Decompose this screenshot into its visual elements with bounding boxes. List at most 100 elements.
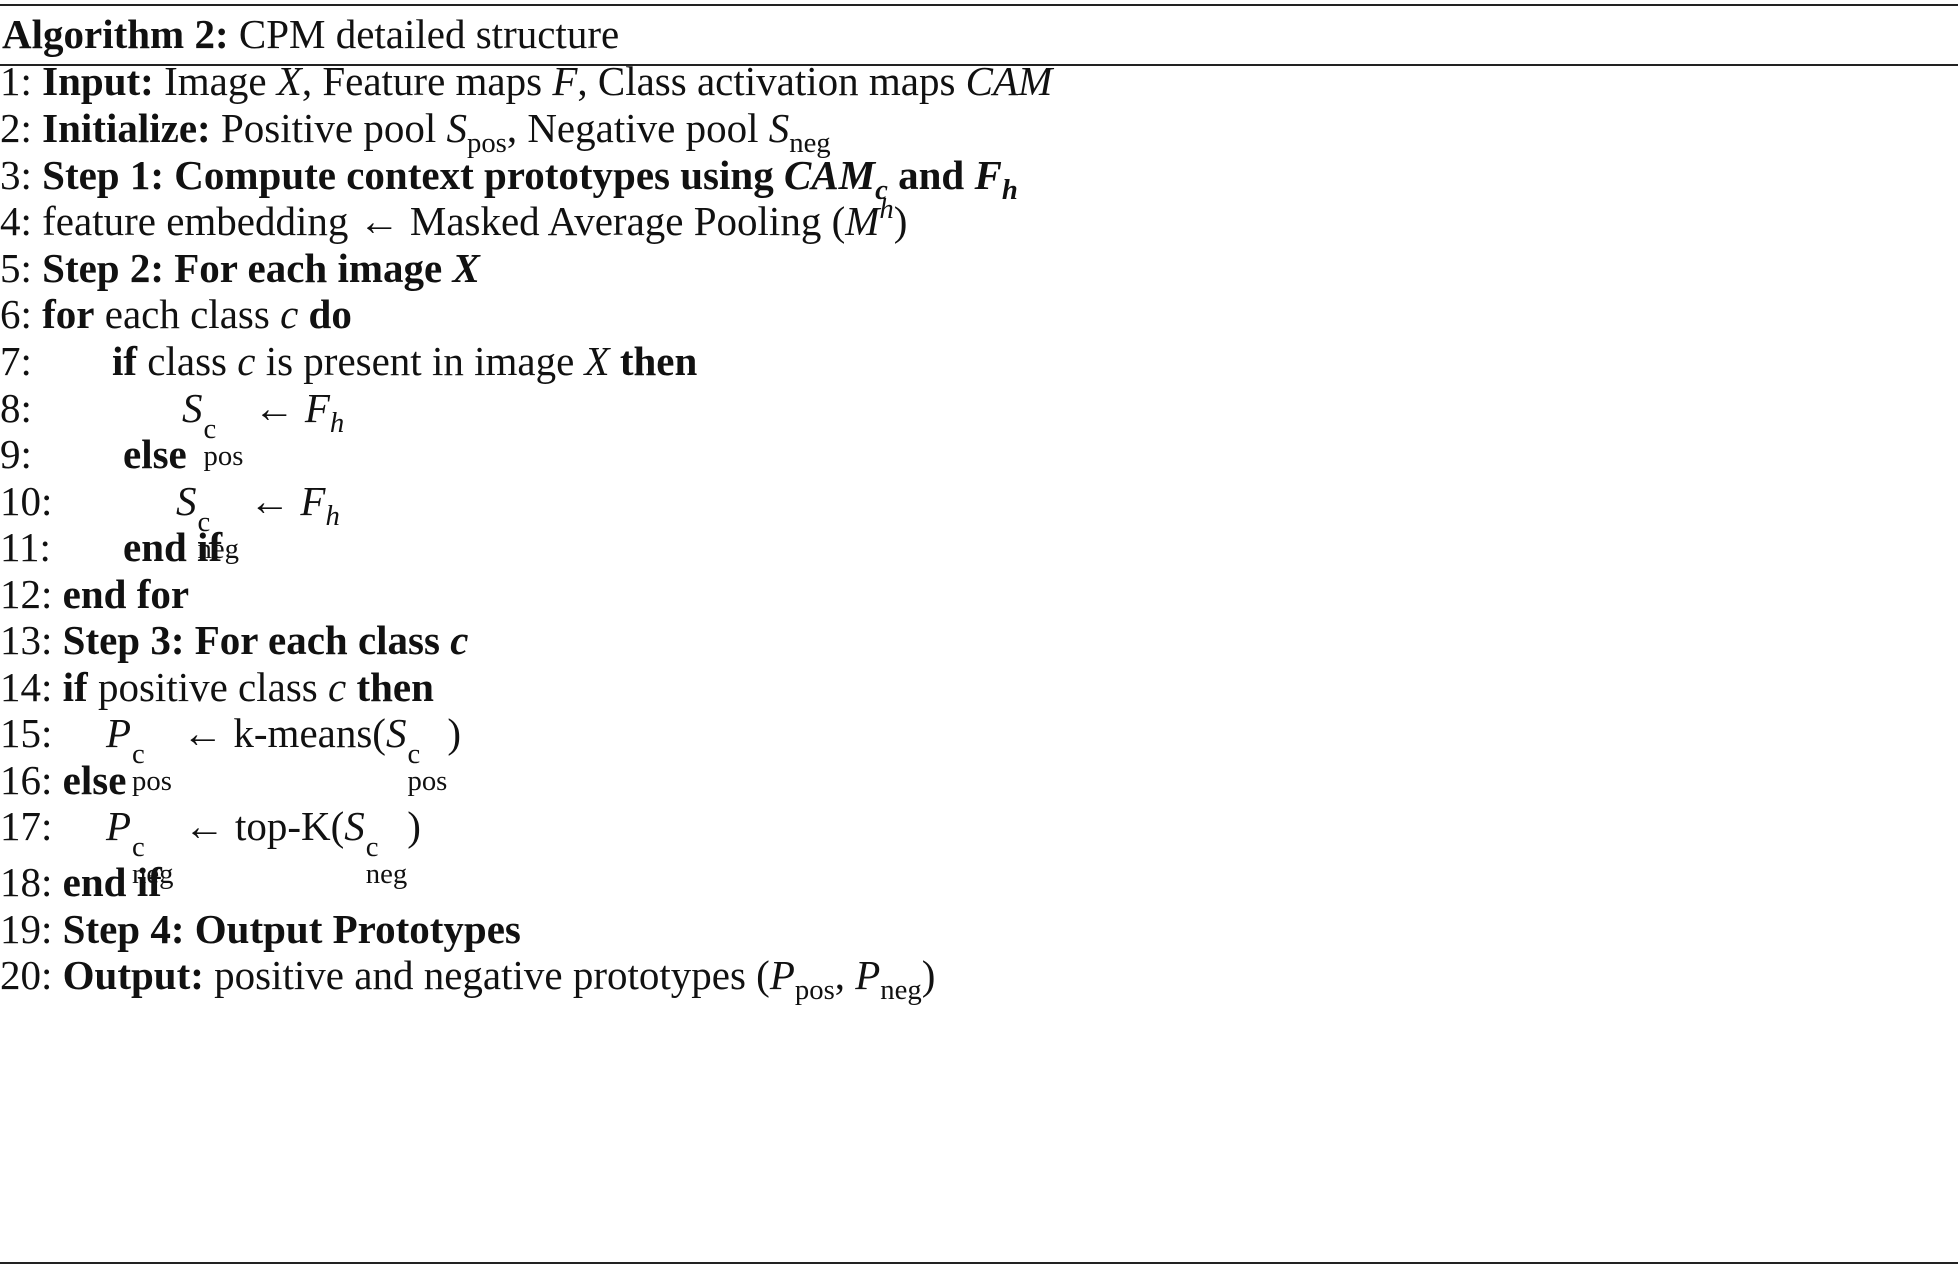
algorithm-line-20: 20: Output: positive and negative protot… <box>0 950 936 1004</box>
math-superscript: c <box>203 412 217 445</box>
math-subscript: neg <box>789 127 831 160</box>
math-var: S <box>385 710 407 756</box>
keyword: Step 2: For each image <box>42 245 443 291</box>
math-superscript: c <box>365 830 379 863</box>
keyword: end if <box>123 524 223 570</box>
line-number: 18: <box>0 859 53 905</box>
line-text: positive and negative prototypes ( <box>214 952 770 998</box>
keyword: Initialize: <box>42 105 211 151</box>
line-number: 14: <box>0 664 53 710</box>
line-number: 9: <box>0 431 32 477</box>
math-superscript: c <box>132 830 145 863</box>
line-number: 16: <box>0 757 53 803</box>
math-var: F <box>300 478 326 524</box>
math-subscript: neg <box>880 974 922 1007</box>
keyword: Output: <box>62 952 204 998</box>
math-subscript: pos <box>794 974 835 1007</box>
math-subscript: h <box>325 500 340 533</box>
math-var: F <box>974 152 1002 198</box>
line-number: 11: <box>0 524 51 570</box>
line-number: 1: <box>0 58 32 104</box>
algorithm-title: Algorithm 2: CPM detailed structure <box>2 6 619 62</box>
algorithm-line-9: 9:else <box>0 429 187 479</box>
assign-arrow: ← <box>253 385 295 431</box>
keyword: for <box>42 291 95 337</box>
line-text: each class <box>104 291 270 337</box>
line-number: 4: <box>0 198 32 244</box>
math-superscript: c <box>132 737 145 770</box>
math-var: S <box>182 385 203 431</box>
math-subscript: pos <box>407 765 448 798</box>
math-var: P <box>769 952 795 998</box>
keyword: if <box>112 338 138 384</box>
keyword: Step 1: Compute context prototypes using <box>42 152 774 198</box>
math-var: S <box>768 105 790 151</box>
algorithm-line-5: 5: Step 2: For each image X <box>0 243 480 293</box>
line-text: , <box>834 952 845 998</box>
math-subscript: h <box>329 407 345 440</box>
keyword: then <box>356 664 434 710</box>
line-number: 20: <box>0 952 53 998</box>
line-number: 17: <box>0 803 53 849</box>
line-number: 3: <box>0 152 32 198</box>
line-number: 12: <box>0 571 53 617</box>
keyword: do <box>308 291 352 337</box>
math-subscript: pos <box>132 765 172 798</box>
line-number: 13: <box>0 617 53 663</box>
line-number: 10: <box>0 478 53 524</box>
algorithm-line-19: 19: Step 4: Output Prototypes <box>0 904 521 954</box>
math-var: F <box>552 58 578 104</box>
math-var: S <box>344 803 365 849</box>
math-subscript: neg <box>365 858 408 891</box>
keyword: and <box>898 152 965 198</box>
algorithm-line-12: 12: end for <box>0 569 189 619</box>
line-text: ) <box>407 803 421 849</box>
keyword: if <box>62 664 88 710</box>
line-text: ) <box>447 710 461 756</box>
line-text: class <box>147 338 227 384</box>
algorithm-title-text: CPM detailed structure <box>238 11 620 57</box>
math-var: CAM <box>783 152 876 198</box>
algorithm-line-18: 18: end if <box>0 857 162 907</box>
line-number: 19: <box>0 906 53 952</box>
line-text: is present in image <box>265 338 575 384</box>
math-var: P <box>106 803 132 849</box>
algorithm-line-3: 3: Step 1: Compute context prototypes us… <box>0 150 1018 204</box>
math-superscript: c <box>197 505 211 538</box>
keyword: Step 4: Output Prototypes <box>62 906 521 952</box>
algorithm-line-16: 16: else <box>0 755 126 805</box>
line-text: ) <box>921 952 936 998</box>
math-var: X <box>452 245 480 291</box>
bottom-rule <box>0 1262 1958 1264</box>
line-number: 2: <box>0 105 32 151</box>
math-subscript: pos <box>203 440 244 473</box>
algorithm-title-label: Algorithm 2: <box>2 11 229 57</box>
math-var: S <box>176 478 197 524</box>
math-var: F <box>304 385 330 431</box>
algorithm-line-7: 7:if class c is present in image X then <box>0 336 697 386</box>
keyword: Step 3: For each class <box>62 617 440 663</box>
line-text: positive class <box>97 664 318 710</box>
keyword: Input: <box>42 58 154 104</box>
math-var: S <box>446 105 467 151</box>
line-text: feature embedding ← Masked Average Pooli… <box>42 198 846 244</box>
math-var: c <box>237 338 256 384</box>
math-superscript: c <box>407 737 421 770</box>
math-subscript: neg <box>197 533 239 566</box>
math-superscript: h <box>879 192 894 225</box>
math-var: P <box>855 952 881 998</box>
math-subscript: pos <box>466 127 507 160</box>
math-subscript: h <box>1001 174 1018 207</box>
line-text: ) <box>893 198 908 244</box>
algorithm-line-1: 1: Input: Image X, Feature maps F, Class… <box>0 56 1052 106</box>
algorithm-line-14: 14: if positive class c then <box>0 662 434 712</box>
